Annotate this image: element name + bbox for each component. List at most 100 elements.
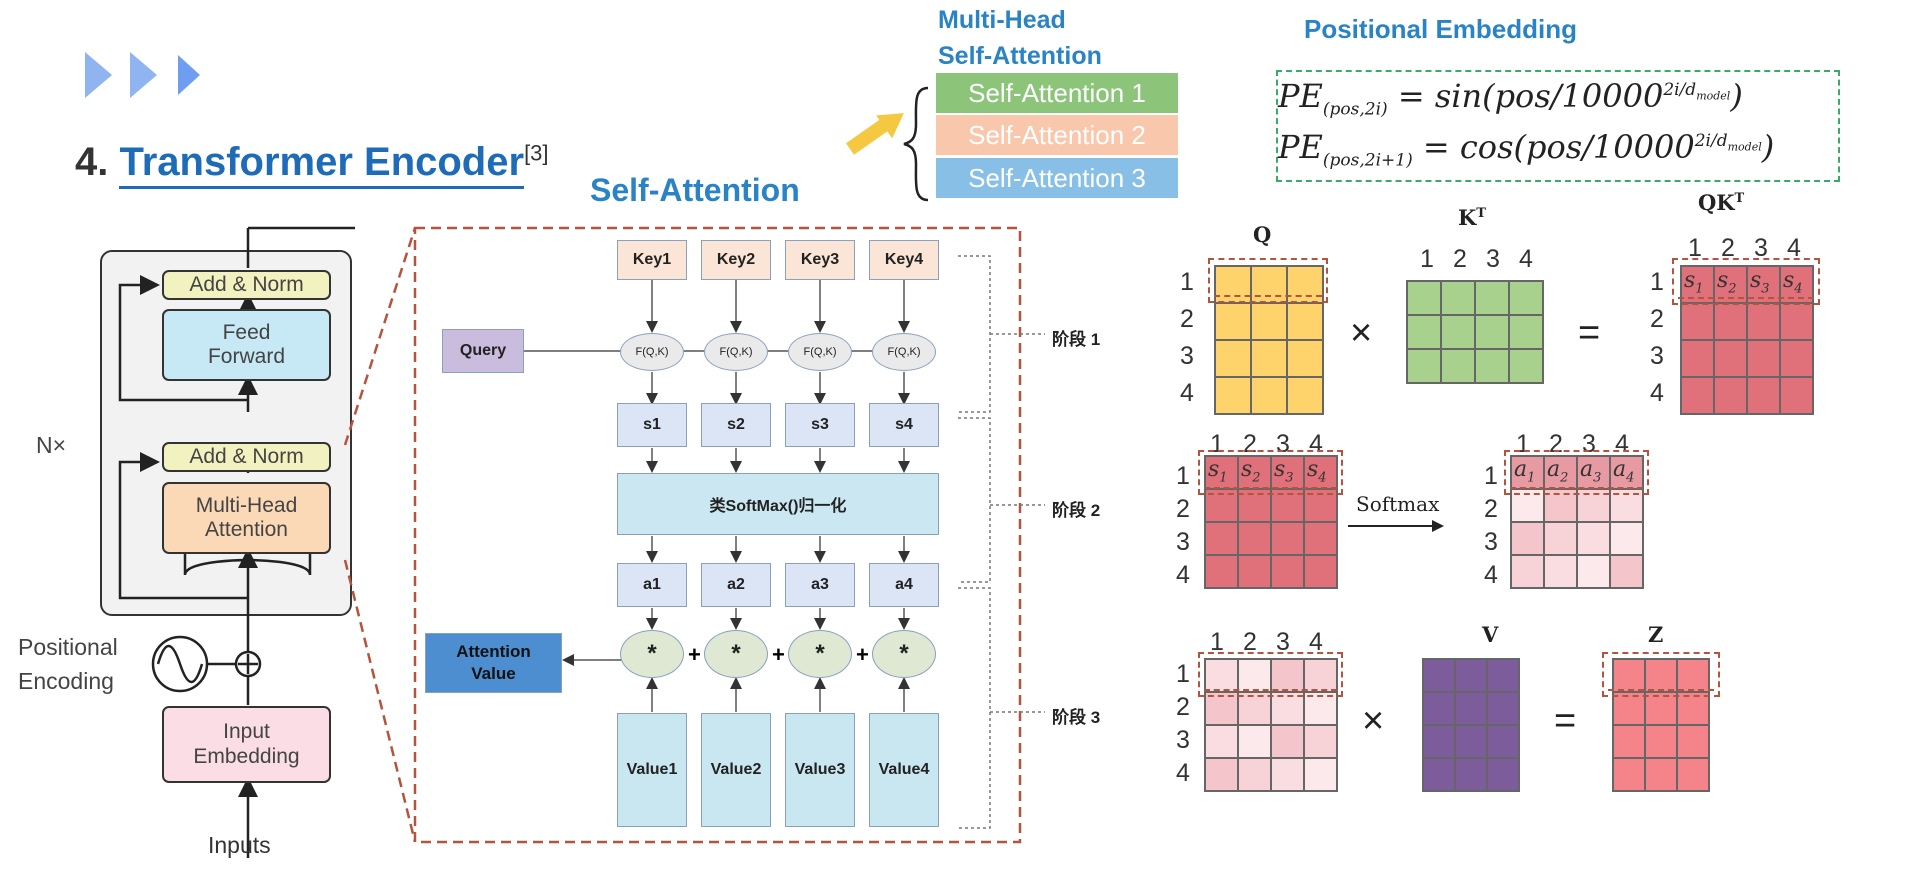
matrix-cell	[1251, 303, 1287, 340]
matrix-cell	[1780, 377, 1813, 414]
matrix-cell	[1681, 377, 1714, 414]
chevron-icon	[130, 52, 157, 98]
col-label: 3	[1754, 234, 1768, 262]
add-norm-bottom: Add & Norm	[162, 442, 331, 472]
v-matrix	[1422, 658, 1520, 792]
self-attention-bar-1: Self-Attention 1	[936, 73, 1178, 113]
row-label: 4	[1176, 759, 1190, 787]
score-cell-label: s1	[1208, 457, 1228, 486]
matrix-cell	[1613, 659, 1645, 692]
col-label: 1	[1210, 628, 1224, 656]
formula-sin: PE(pos,2i) = sin(pos/100002i/dmodel)	[1278, 77, 1743, 120]
matrix-cell	[1487, 758, 1519, 791]
matrix-cell	[1205, 725, 1238, 758]
row-highlight-line	[1214, 295, 1322, 297]
matrix-cell	[1441, 315, 1475, 349]
matrix-cell	[1610, 522, 1643, 555]
matrix-cell	[1714, 340, 1747, 377]
matrix-cell	[1238, 555, 1271, 588]
matrix-cell	[1681, 266, 1714, 303]
plus-sign: +	[856, 642, 869, 667]
matrix-cell	[1613, 692, 1645, 725]
weight-row-highlight	[1198, 652, 1343, 697]
matrix-cell	[1215, 377, 1251, 414]
col-label: 4	[1787, 234, 1801, 262]
matrix-cell	[1205, 522, 1238, 555]
multiply-operator: ×	[1362, 700, 1385, 742]
matrix-cell	[1455, 758, 1487, 791]
matrix-cell	[1407, 281, 1441, 315]
v-label: V	[1482, 622, 1499, 647]
z-matrix	[1612, 658, 1710, 792]
multiply-node-2: *	[704, 630, 768, 678]
nx-label: N×	[36, 432, 67, 458]
weight-box-4: a4	[869, 563, 939, 607]
key-box-3: Key3	[785, 240, 855, 280]
weight-box-2: a2	[701, 563, 771, 607]
row-label: 2	[1180, 305, 1194, 333]
row-label: 3	[1176, 528, 1190, 556]
value-box-4: Value4	[869, 713, 939, 827]
matrix-cell	[1271, 555, 1304, 588]
matrix-cell	[1441, 349, 1475, 383]
matrix-cell	[1251, 377, 1287, 414]
matrix-cell	[1511, 555, 1544, 588]
self-attention-bar-3: Self-Attention 3	[936, 158, 1178, 198]
matrix-cell	[1238, 725, 1271, 758]
matrix-cell	[1215, 303, 1251, 340]
matrix-cell	[1487, 659, 1519, 692]
matrix-cell	[1407, 349, 1441, 383]
matrix-cell	[1238, 522, 1271, 555]
matrix-cell	[1271, 692, 1304, 725]
formula-cos: PE(pos,2i+1) = cos(pos/100002i/dmodel)	[1278, 128, 1775, 171]
key-box-1: Key1	[617, 240, 687, 280]
softmax-arrow-icon	[1348, 520, 1444, 532]
matrix-cell	[1747, 340, 1780, 377]
brace-icon	[903, 86, 929, 202]
weight-cell-label: a2	[1547, 457, 1569, 486]
positional-embedding-box	[1276, 70, 1840, 182]
score-box-3: s3	[785, 403, 855, 447]
score-cell-label: s4	[1307, 457, 1327, 486]
q-label: Q	[1253, 222, 1272, 247]
add-norm-top: Add & Norm	[162, 270, 331, 300]
col-label: 1	[1420, 245, 1434, 273]
row-label: 1	[1484, 462, 1498, 490]
matrix-cell	[1677, 692, 1709, 725]
row-highlight-line	[1608, 689, 1714, 691]
score-cell-label: s2	[1717, 268, 1737, 297]
qkt-label: QKT	[1698, 190, 1745, 215]
matrix-cell	[1287, 340, 1323, 377]
self-attention-label: Self-Attention	[590, 172, 800, 208]
score-box-1: s1	[617, 403, 687, 447]
self-attention-bar-2: Self-Attention 2	[936, 115, 1178, 155]
matrix-cell	[1238, 659, 1271, 692]
col-label: 3	[1276, 628, 1290, 656]
equals-operator: =	[1578, 312, 1601, 354]
row-highlight-line	[1510, 487, 1643, 489]
score-cell-label: s3	[1750, 268, 1770, 297]
qkt-matrix	[1680, 265, 1814, 415]
key-box-2: Key2	[701, 240, 771, 280]
matrix-cell	[1407, 315, 1441, 349]
row-label: 1	[1180, 268, 1194, 296]
matrix-cell	[1509, 281, 1543, 315]
matrix-cell	[1677, 725, 1709, 758]
matrix-cell	[1475, 315, 1509, 349]
row-label: 4	[1650, 379, 1664, 407]
z-row-highlight	[1602, 652, 1720, 697]
qkt-row-highlight	[1672, 258, 1820, 305]
section-title-link[interactable]: Transformer Encoder	[119, 140, 525, 189]
matrix-cell	[1205, 758, 1238, 791]
matrix-cell	[1304, 659, 1337, 692]
weight-matrix	[1204, 658, 1338, 792]
row-label: 3	[1484, 528, 1498, 556]
col-label: 2	[1721, 234, 1735, 262]
fqk-node-2: F(Q,K)	[704, 333, 768, 371]
stage-3-label: 阶段 3	[1052, 708, 1101, 727]
score-box-2: s2	[701, 403, 771, 447]
matrix-cell	[1304, 522, 1337, 555]
matrix-cell	[1271, 522, 1304, 555]
matrix-cell	[1238, 692, 1271, 725]
q-matrix	[1214, 265, 1324, 415]
